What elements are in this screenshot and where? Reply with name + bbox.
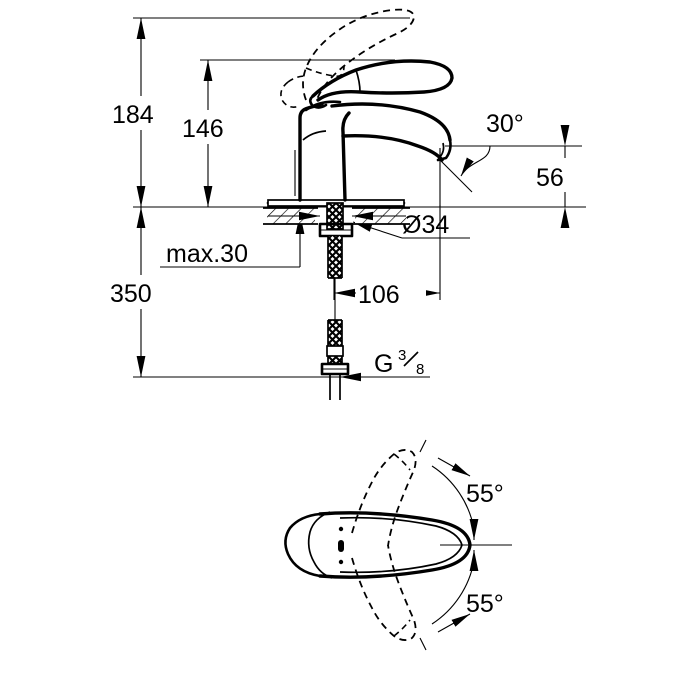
axis-upper-limit [419,439,427,453]
lever-closed-detail [355,69,361,93]
dimension-label-106: 106 [358,281,400,309]
indicator-slot [338,540,344,552]
extension-lines [133,17,586,378]
spout-upper-dashed-tip [393,453,411,471]
body-inner-shade [302,130,327,141]
arrow-swivel-lower [437,613,471,633]
lever-closed-outline [311,59,454,102]
spout-top-highlight [339,516,463,546]
axis-lower-limit [419,637,427,651]
hose-sleeve [326,345,344,357]
dimension-label-max30: max.30 [166,240,248,268]
front-elevation-view: 184 146 350 56 [108,8,596,400]
dimension-label-146: 146 [182,115,224,143]
handle-cap-outline [284,512,322,578]
dim-text-bg-350 [108,275,192,309]
dimension-angle-30: 30° [437,110,540,193]
spout-outlet-face [436,138,452,162]
lever-raised-detail [305,65,345,78]
handle-cap-seam [307,511,333,579]
dimension-max-30: max.30 [160,213,305,268]
thread-frac-numerator: 3 [398,347,406,364]
flexible-hose-lower [320,319,350,400]
flexible-hose-upper [327,236,343,279]
spout-outlet-inner [439,142,445,158]
spout-bottom-highlight [339,544,463,574]
dimension-label-swivel-lower: 55° [466,590,504,618]
spout-lower-profile [341,134,444,162]
body-left-profile [298,102,324,202]
dimension-184: 184 [112,18,192,207]
fixing-nut [318,222,354,238]
dimension-146: 146 [180,60,258,207]
spout-upper-dashed-outline [351,449,417,547]
arrow-swivel-upper [437,457,471,477]
dimension-label-angle-30: 30° [486,110,524,138]
indicator-dot-top [338,526,344,532]
dimension-label-184: 184 [112,101,154,129]
dimension-label-swivel-upper: 55° [466,480,504,508]
lever-handle-closed [308,59,454,109]
spout-position-lower-dashed [351,544,417,641]
shank-thread-texture [327,203,343,229]
dimension-label-350: 350 [110,280,152,308]
dimension-label-diameter-34: Ø34 [402,211,449,239]
dim-text-bg-146 [180,110,258,144]
thread-label-G: G [374,350,393,378]
threaded-shank [318,202,354,238]
dim-text-bg-106 [356,276,426,310]
callout-thread: G 3 8 [340,347,430,382]
dim-text-bg-56 [534,158,596,192]
thread-frac-bar [403,351,419,367]
top-plan-view: 55° 55° [284,439,512,651]
spout-position-upper-dashed [351,449,417,547]
dim-text-bg-184 [112,96,192,130]
spout-lower-dashed-tip [393,619,411,637]
jet-direction-line [437,157,473,193]
swivel-reference-lines [419,439,512,651]
lever-raised-hub [280,81,301,108]
spout-upper-profile [330,102,452,142]
thread-frac-denominator: 8 [416,361,424,378]
spout [330,102,452,162]
body-right-profile [341,111,351,202]
lever-closed-hub [308,94,328,109]
hose-upper-braid [328,236,342,278]
hose-union-nut [320,362,350,376]
lever-handle-raised [280,8,415,108]
tap-body [298,100,351,202]
shank-outline [326,202,344,230]
dimension-56: 56 [534,125,596,228]
dimension-label-56: 56 [536,164,564,192]
dimension-106: 106 [334,276,440,310]
leader-angle-30 [460,145,491,177]
dimension-350: 350 [108,207,192,377]
indicator-dot-bottom [338,559,344,565]
dimension-swivel-upper: 55° [431,457,504,540]
lever-raised-hub-top [287,75,307,83]
hose-lower-braid [328,320,342,364]
spout-lower-dashed-outline [351,544,417,641]
dimension-swivel-lower: 55° [431,550,504,633]
lever-raised-outline [302,8,415,103]
body-cap [304,100,342,112]
